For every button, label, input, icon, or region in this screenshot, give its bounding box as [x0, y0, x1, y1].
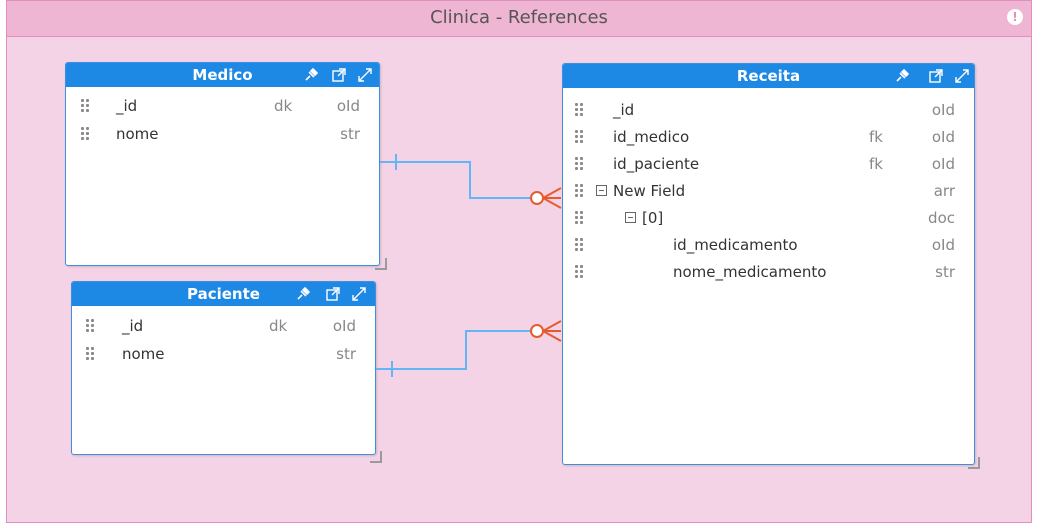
entity-header[interactable]: Medico [66, 63, 379, 87]
relation-medico-receita[interactable] [380, 154, 562, 209]
field-name: id_medicamento [673, 236, 798, 254]
container-header[interactable]: Clinica - References ! [7, 1, 1031, 37]
entity-header[interactable]: Receita [563, 64, 974, 88]
entity-medico[interactable]: Medico _id dk oId nome str [65, 62, 380, 266]
entity-header[interactable]: Paciente [72, 282, 375, 306]
field-type: str [935, 263, 955, 281]
field-type: oId [336, 97, 360, 115]
expand-icon[interactable] [350, 285, 368, 303]
field-type: oId [931, 101, 955, 119]
field-row[interactable]: [0] doc [563, 208, 974, 230]
field-name: _id [122, 317, 144, 335]
drag-handle-icon[interactable] [81, 99, 89, 113]
field-type: str [336, 345, 356, 363]
field-row[interactable]: id_paciente fk oId [563, 154, 974, 176]
field-name: _id [116, 97, 138, 115]
container-title: Clinica - References [430, 7, 608, 28]
drag-handle-icon[interactable] [575, 157, 583, 171]
pin-icon[interactable] [893, 67, 911, 85]
field-type: oId [931, 128, 955, 146]
entity-receita[interactable]: Receita _id oId id_medico fk oId id_paci… [562, 63, 975, 465]
field-name: id_medico [613, 128, 690, 146]
field-type: arr [933, 182, 955, 200]
resize-handle[interactable] [370, 451, 382, 463]
pin-icon[interactable] [294, 285, 312, 303]
entity-title: Medico [192, 66, 253, 84]
open-external-icon[interactable] [324, 285, 342, 303]
pin-icon[interactable] [302, 66, 320, 84]
field-type: oId [931, 155, 955, 173]
drag-handle-icon[interactable] [575, 238, 583, 252]
field-key: dk [274, 97, 293, 115]
field-name: New Field [613, 182, 686, 200]
field-row[interactable]: New Field arr [563, 181, 974, 203]
field-name: nome [122, 345, 165, 363]
field-type: str [340, 125, 360, 143]
drag-handle-icon[interactable] [575, 265, 583, 279]
collapse-icon[interactable] [625, 212, 636, 223]
drag-handle-icon[interactable] [86, 347, 94, 361]
field-row[interactable]: id_medico fk oId [563, 127, 974, 149]
field-row[interactable]: nome str [72, 344, 375, 366]
resize-handle[interactable] [375, 258, 387, 270]
expand-icon[interactable] [953, 67, 971, 85]
field-key: fk [869, 128, 883, 146]
field-row[interactable]: nome str [66, 124, 379, 146]
field-name: [0] [642, 209, 664, 227]
drag-handle-icon[interactable] [575, 211, 583, 225]
field-type: doc [928, 209, 955, 227]
entity-title: Receita [736, 67, 801, 85]
drag-handle-icon[interactable] [81, 127, 89, 141]
drag-handle-icon[interactable] [575, 184, 583, 198]
field-row[interactable]: _id oId [563, 100, 974, 122]
open-external-icon[interactable] [330, 66, 348, 84]
field-name: nome_medicamento [673, 263, 827, 281]
field-row[interactable]: _id dk oId [66, 96, 379, 118]
collapse-icon[interactable] [596, 185, 607, 196]
drag-handle-icon[interactable] [575, 130, 583, 144]
expand-icon[interactable] [356, 66, 374, 84]
field-key: fk [869, 155, 883, 173]
entity-title: Paciente [187, 285, 260, 303]
field-name: id_paciente [613, 155, 700, 173]
field-row[interactable]: nome_medicamento str [563, 262, 974, 284]
field-row[interactable]: _id dk oId [72, 316, 375, 338]
drag-handle-icon[interactable] [86, 319, 94, 333]
entity-paciente[interactable]: Paciente _id dk oId nome str [71, 281, 376, 455]
open-external-icon[interactable] [927, 67, 945, 85]
alert-icon[interactable]: ! [1007, 9, 1023, 25]
field-type: oId [332, 317, 356, 335]
field-key: dk [269, 317, 288, 335]
field-name: _id [613, 101, 635, 119]
field-type: oId [931, 236, 955, 254]
relation-paciente-receita[interactable] [376, 320, 562, 377]
resize-handle[interactable] [968, 457, 980, 469]
drag-handle-icon[interactable] [575, 103, 583, 117]
field-row[interactable]: id_medicamento oId [563, 235, 974, 257]
field-name: nome [116, 125, 159, 143]
